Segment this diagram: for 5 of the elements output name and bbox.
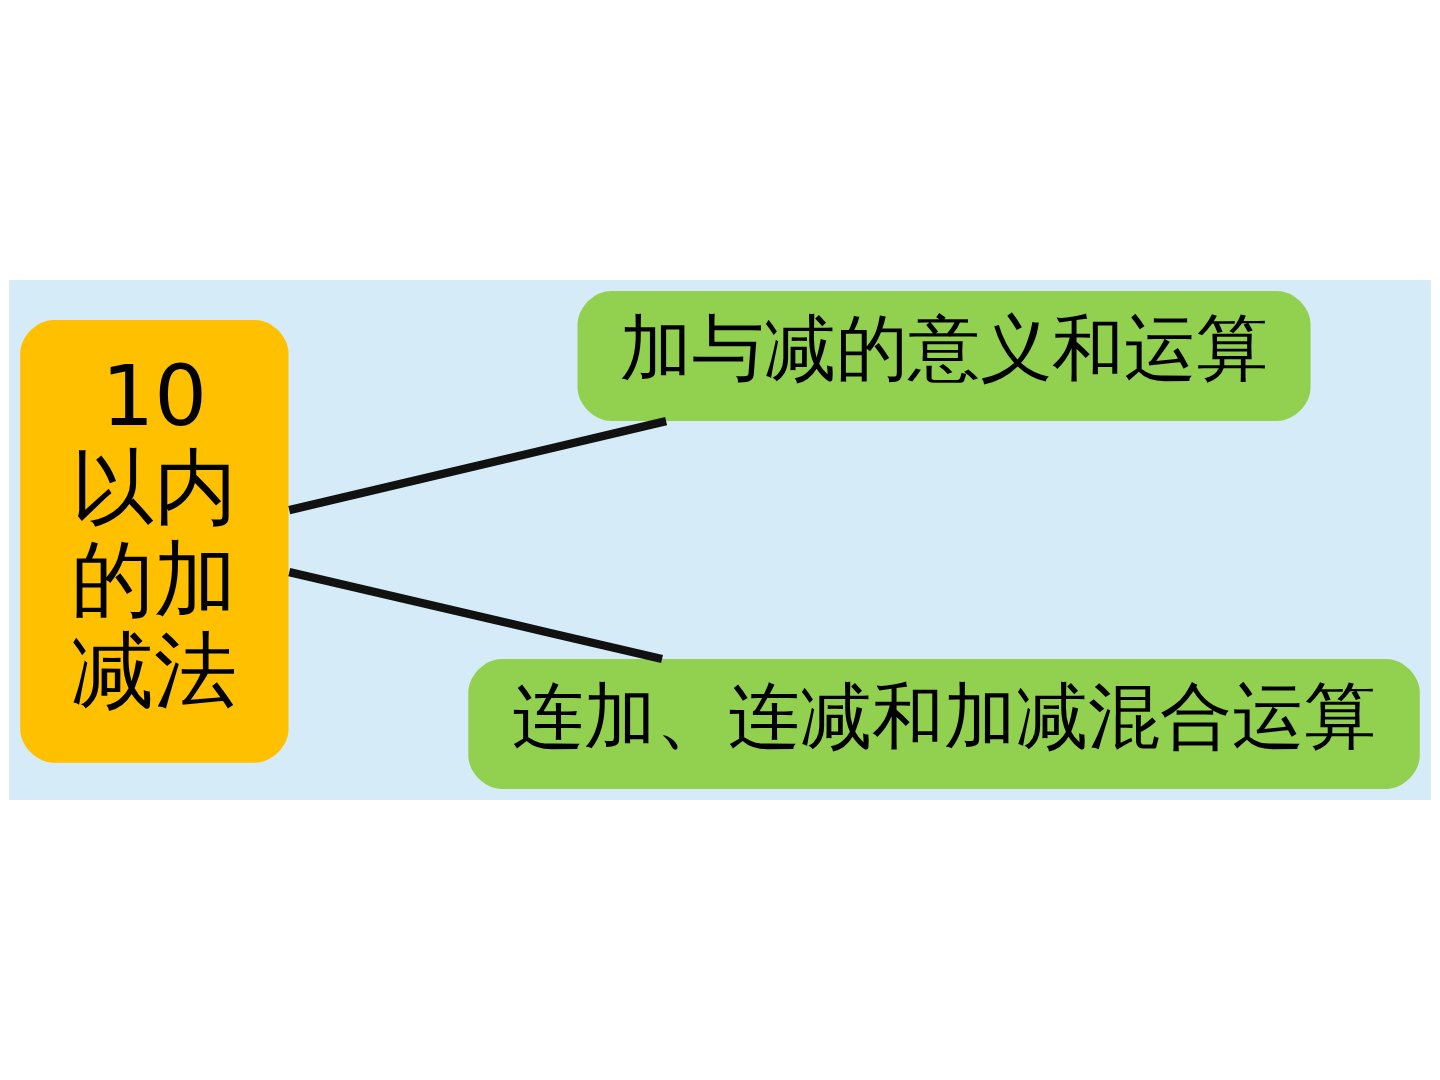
- connector: [288, 568, 663, 663]
- node-box: 10以内的加减法: [20, 320, 289, 763]
- connector: [288, 417, 668, 515]
- node-box: 加与减的意义和运算: [577, 291, 1311, 422]
- node-box: 连加、连减和加减混合运算: [468, 658, 1420, 789]
